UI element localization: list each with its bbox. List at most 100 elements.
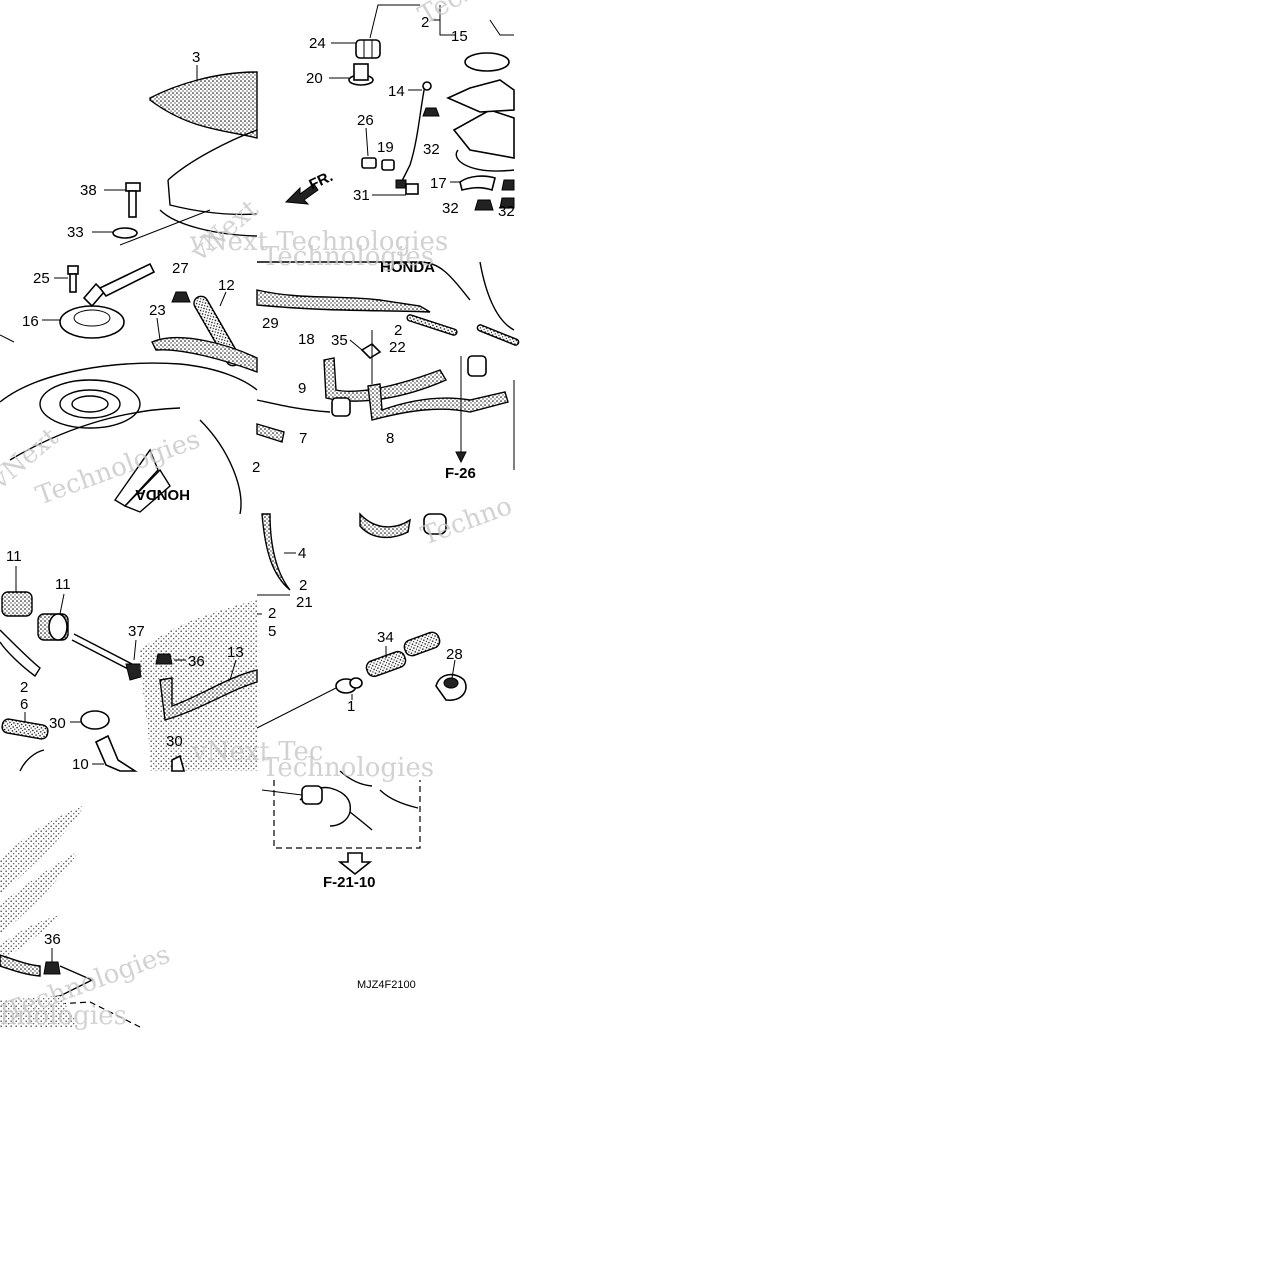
tile-middle-middle — [256, 261, 520, 470]
label-2b: 2 — [394, 322, 402, 339]
nut-part-27 — [171, 291, 191, 303]
bolt-part-38 — [125, 182, 141, 218]
label-5: 5 — [268, 623, 276, 640]
tile-bottom-left — [0, 805, 143, 1029]
hose-part-8 — [367, 383, 509, 421]
label-2d: 2 — [299, 577, 307, 594]
label-32b: 32 — [442, 200, 459, 217]
label-28: 28 — [446, 646, 463, 663]
tile-lower-middle — [256, 512, 467, 729]
label-24: 24 — [309, 35, 326, 52]
collar-part-20 — [348, 63, 374, 86]
svg-text:Technologies: Technologies — [414, 0, 578, 31]
clip-part-36a — [155, 653, 173, 665]
grommet-part-11a — [1, 591, 33, 617]
wing-emblem — [113, 448, 171, 513]
label-32a: 32 — [423, 141, 440, 158]
svg-text:Techno: Techno — [417, 491, 516, 551]
label-18: 18 — [298, 331, 315, 348]
bolt-part-26 — [361, 157, 377, 169]
label-14: 14 — [388, 83, 405, 100]
label-15: 15 — [451, 28, 468, 45]
joint-part-1 — [335, 677, 363, 694]
label-20: 20 — [306, 70, 323, 87]
hose-part-34b — [403, 631, 441, 657]
tile-bottom-middle — [261, 770, 421, 876]
part-labels: 1 2 2 2 2 2 2 3 4 5 6 7 8 9 10 11 11 12 … — [6, 14, 515, 948]
clamp-part-30a — [80, 710, 110, 730]
svg-text:hnologies: hnologies — [0, 1001, 127, 1031]
bolt-part-25 — [67, 265, 79, 293]
label-35: 35 — [331, 332, 348, 349]
strip-part-22 — [406, 314, 458, 336]
label-22: 22 — [389, 339, 406, 356]
label-36a: 36 — [188, 653, 205, 670]
fuel-pump-gasket — [464, 52, 510, 72]
label-9: 9 — [298, 380, 306, 397]
label-2c: 2 — [20, 679, 28, 696]
svg-text:vNext Technologies: vNext Technologies — [189, 227, 448, 257]
strip-part-23 — [151, 336, 258, 374]
label-29: 29 — [262, 315, 279, 332]
label-19: 19 — [377, 139, 394, 156]
brand-mark-tank-side: HONDA — [135, 486, 190, 503]
label-13: 13 — [227, 644, 244, 661]
label-2a: 2 — [421, 14, 429, 31]
hose-part-10 — [94, 734, 138, 772]
label-31: 31 — [353, 187, 370, 204]
label-23: 23 — [149, 302, 166, 319]
label-36b: 36 — [44, 931, 61, 948]
svg-text:Technologies: Technologies — [262, 753, 434, 783]
label-30b: 30 — [166, 733, 183, 750]
guard-part-4 — [261, 513, 291, 591]
label-34: 34 — [377, 629, 394, 646]
label-30a: 30 — [49, 715, 66, 732]
label-4: 4 — [298, 545, 306, 562]
label-10: 10 — [72, 756, 89, 773]
label-21: 21 — [296, 594, 313, 611]
tile-top-left — [92, 65, 258, 246]
label-8: 8 — [386, 430, 394, 447]
clamp-part-28 — [435, 673, 467, 701]
label-7: 7 — [299, 430, 307, 447]
reference-f26: F-26 — [445, 465, 476, 482]
label-33: 33 — [67, 224, 84, 241]
label-2f: 2 — [252, 459, 260, 476]
label-27: 27 — [172, 260, 189, 277]
label-38: 38 — [80, 182, 97, 199]
fuel-cap-part-16 — [59, 262, 156, 339]
diagram-code: MJZ4F2100 — [357, 979, 416, 991]
label-16: 16 — [22, 313, 39, 330]
front-marker: FR. — [307, 168, 336, 194]
tile-middle-left — [0, 262, 258, 515]
brand-mark-tank-top: HONDA — [380, 259, 435, 276]
reference-box — [273, 780, 421, 849]
label-25: 25 — [33, 270, 50, 287]
label-11a: 11 — [6, 548, 22, 565]
washer-part-33 — [112, 227, 138, 239]
label-37: 37 — [128, 623, 145, 640]
hose-part-34a — [365, 650, 407, 678]
label-26: 26 — [357, 112, 374, 129]
label-2e: 2 — [268, 605, 276, 622]
bolt-part-31 — [395, 179, 419, 195]
tank-cover-part-3 — [149, 71, 258, 139]
reference-f2110: F-21-10 — [323, 874, 376, 891]
down-arrow-icon — [337, 852, 373, 876]
svg-text:vNext Tec: vNext Tec — [191, 737, 323, 767]
grommet-part-24 — [355, 39, 381, 59]
watermarks: vNext Technologies vNext Technologies Te… — [0, 0, 578, 1031]
label-3: 3 — [192, 49, 200, 66]
strip-part-6 — [1, 718, 49, 740]
bolt-part-37 — [71, 633, 145, 681]
svg-text:Technologies: Technologies — [262, 242, 434, 272]
clip-part-35 — [360, 342, 382, 360]
label-11b: 11 — [55, 576, 71, 593]
tile-top-middle — [284, 4, 515, 211]
label-32c: 32 — [498, 203, 515, 220]
clip-part-36b — [43, 961, 61, 975]
tile-lower-left — [0, 566, 258, 772]
label-17: 17 — [430, 175, 447, 192]
bracket-part-17 — [459, 175, 496, 192]
